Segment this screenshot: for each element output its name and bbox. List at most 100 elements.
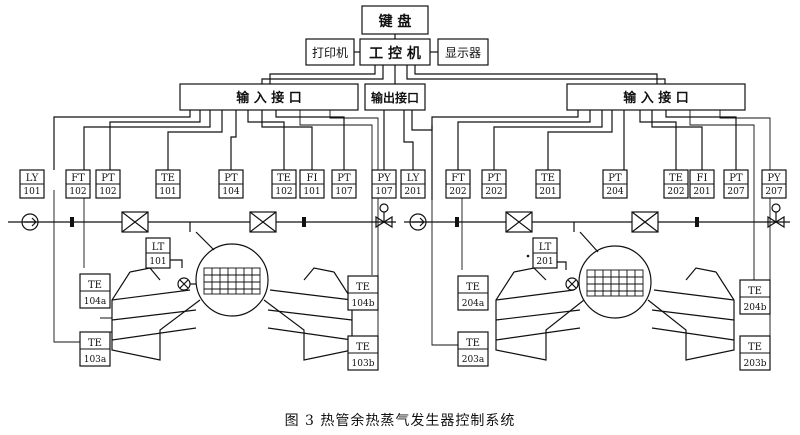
instrument-number: 204b [744,303,767,313]
instrument-number: 201 [539,187,556,197]
instrument-tag: PT [729,173,743,184]
instrument-tag: PT [608,173,622,184]
keyboard-box [361,5,429,35]
flow-meter-icon [455,217,459,227]
instrument-ft102: FT 102 [65,169,91,199]
instrument-tag: TE [669,173,683,184]
instrument-ly201: LY 201 [400,169,426,199]
input-interface-left [179,83,359,111]
instrument-number: 204a [462,299,485,309]
flow-meter-icon [302,217,306,227]
instrument-number: 201 [404,187,421,197]
pump-icon [21,213,39,231]
instrument-tag: TE [356,282,370,293]
instrument-pt207: PT 207 [723,169,749,199]
instrument-tag: LY [407,173,420,184]
valve-icon [505,211,533,233]
instrument-te202: TE 202 [663,169,689,199]
instrument-number: 203b [744,359,767,369]
instrument-te204b: TE 204b [739,279,771,315]
instrument-te104a: TE 104a [79,273,111,309]
steam-drum-right [578,245,652,319]
printer-box [305,38,355,66]
printer-label: 打印机 [312,46,348,60]
instrument-number: 201 [536,257,553,267]
figure-caption: 图 3 热管余热蒸气发生器控制系统 [284,413,516,429]
instrument-pt204: PT 204 [602,169,628,199]
instrument-number: 107 [335,187,352,197]
instrument-number: 202 [485,187,502,197]
instrument-tag: TE [88,280,102,291]
display-label: 显示器 [445,46,481,60]
instrument-tag: LT [152,242,165,253]
instrument-number: 202 [667,187,684,197]
instrument-tag: FT [451,173,465,184]
instrument-tag: PT [224,173,238,184]
instrument-py207: PY 207 [761,169,787,199]
instrument-number: 204 [606,187,623,197]
instrument-number: 104a [84,297,107,307]
flow-meter-icon [70,217,74,227]
instrument-te103b: TE 103b [347,335,379,371]
instrument-number: 102 [99,187,116,197]
instrument-number: 101 [23,187,40,197]
instrument-tag: TE [161,173,175,184]
instrument-number: 102 [69,187,86,197]
keyboard-label: 键 盘 [378,13,412,30]
instrument-number: 101 [303,187,320,197]
input-interface-right-label: 输 入 接 口 [623,90,689,106]
instrument-lt101: LT 101 [145,237,171,269]
instrument-number: 207 [765,187,782,197]
instrument-tag: FT [71,173,85,184]
instrument-number: 101 [149,257,166,267]
instrument-tag: TE [466,338,480,349]
instrument-number: 203a [462,355,485,365]
output-interface [364,83,426,111]
flow-meter-icon [695,217,699,227]
instrument-tag: PT [337,173,351,184]
instrument-ly101: LY 101 [19,169,45,199]
control-system-diagram: 键 盘 工 控 机 打印机 显示器 输 入 接 口 输出接口 输 入 接 口 [8,5,790,371]
instrument-tag: TE [277,173,291,184]
instrument-tag: TE [466,282,480,293]
pump-icon [409,213,427,231]
instrument-number: 107 [375,187,392,197]
instrument-number: 104 [222,187,239,197]
control-valve-icon [767,203,785,229]
instrument-tag: LT [539,242,552,253]
instrument-number: 202 [449,187,466,197]
instrument-number: 103b [352,359,375,369]
computer-label: 工 控 机 [369,45,421,62]
valve-icon [177,277,191,291]
instrument-te204a: TE 204a [457,275,489,311]
output-interface-label: 输出接口 [371,90,419,105]
instrument-tag: TE [748,286,762,297]
valve-icon [249,211,277,233]
instrument-tag: PT [487,173,501,184]
instrument-number: 201 [693,187,710,197]
valve-icon [121,211,149,233]
input-interface-right [566,83,746,111]
instrument-number: 207 [727,187,744,197]
instrument-pt107: PT 107 [331,169,357,199]
instrument-tag: PY [767,173,781,184]
valve-icon [631,211,659,233]
instrument-te104b: TE 104b [347,275,379,311]
instrument-ft202: FT 202 [445,169,471,199]
instrument-tag: PY [377,173,391,184]
instrument-te203a: TE 203a [457,331,489,367]
instrument-tag: FI [697,173,708,184]
instrument-number: 104b [352,299,375,309]
input-interface-left-label: 输 入 接 口 [236,90,302,106]
instrument-te201: TE 201 [535,169,561,199]
instrument-pt202: PT 202 [481,169,507,199]
instrument-pt104: PT 104 [218,169,244,199]
instrument-tag: LY [26,173,39,184]
instrument-tag: TE [356,342,370,353]
instrument-number: 103a [84,355,107,365]
control-valve-icon [375,203,393,229]
instrument-tag: TE [541,173,555,184]
